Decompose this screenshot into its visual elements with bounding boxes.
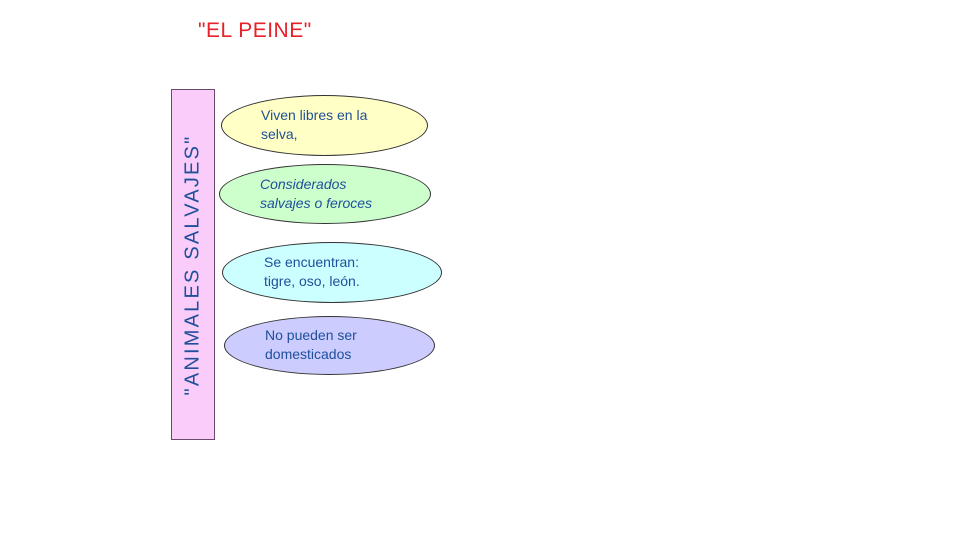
category-bar: "ANIMALES SALVAJES" — [171, 89, 215, 440]
trait-ellipse-1 — [221, 95, 428, 156]
diagram-title: "EL PEINE" — [198, 19, 312, 42]
trait-text-4: No pueden ser domesticados — [265, 327, 357, 362]
trait-ellipse-3 — [222, 242, 442, 303]
category-label: "ANIMALES SALVAJES" — [181, 134, 204, 395]
trait-ellipse-4 — [224, 316, 435, 375]
trait-text-1: Viven libres en la selva, — [261, 107, 368, 142]
trait-text-2: Considerados salvajes o feroces — [260, 176, 373, 211]
trait-ellipse-2 — [219, 164, 431, 224]
trait-text-3: Se encuentran: tigre, oso, león. — [264, 254, 360, 289]
